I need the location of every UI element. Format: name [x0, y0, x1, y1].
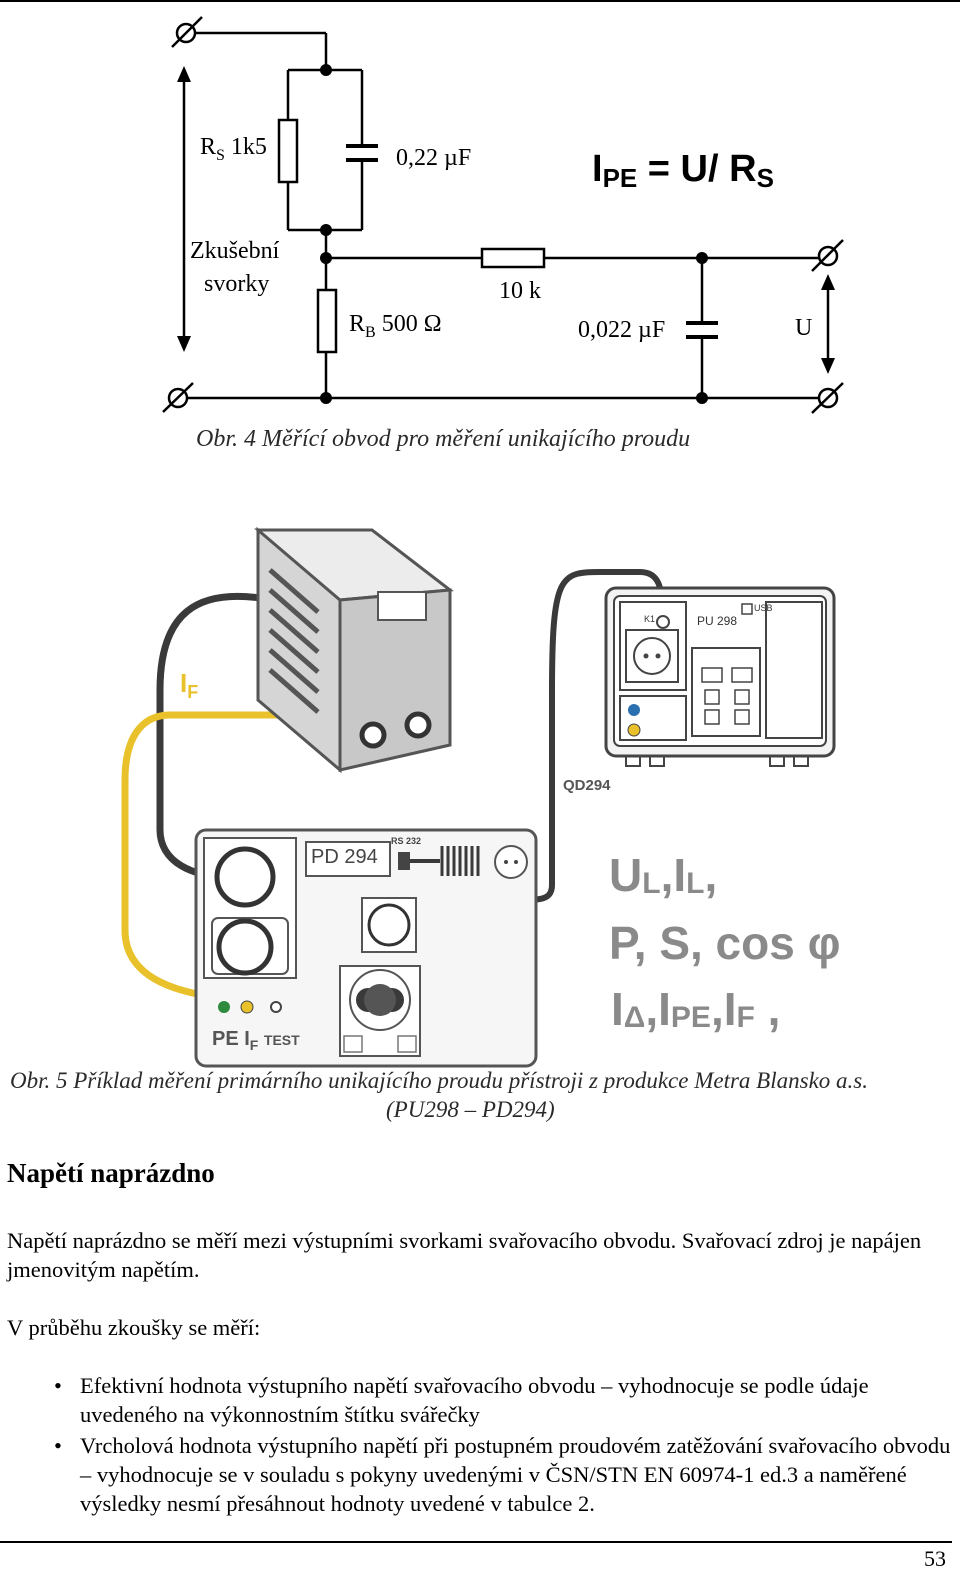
figure5-caption-line1: Obr. 5 Příklad měření primárního unikají…: [10, 1068, 868, 1093]
if-label-sub: F: [187, 682, 199, 703]
if-sub: F: [736, 1001, 755, 1034]
ipe-i: ,I: [645, 983, 671, 1035]
bullet-symbol: •: [54, 1373, 62, 1398]
footer-rule: [0, 1541, 952, 1543]
rs-label: RS 1k5: [200, 134, 267, 165]
formula-i-sub: PE: [602, 163, 638, 193]
figure5-caption-line2: (PU298 – PD294): [386, 1097, 555, 1122]
test-terminals-label-2: svorky: [204, 271, 270, 297]
formula-r-sub: S: [756, 163, 774, 193]
rb-label: RB 500 Ω: [349, 311, 442, 342]
circuit-diagram: [162, 16, 844, 414]
measured-quantities-line1: UL,IL,: [609, 848, 717, 902]
line1-comma: ,: [704, 849, 718, 901]
c1-label: 0,22 µF: [396, 145, 472, 171]
rs-symbol: R: [200, 134, 217, 160]
ipe-sub: PE: [670, 1001, 711, 1034]
paragraph-2: V průběhu zkoušky se měří:: [7, 1315, 261, 1340]
rs-subscript: S: [216, 146, 225, 164]
pd294-label: PD 294: [311, 846, 378, 868]
formula-rest: = U/ R: [637, 148, 757, 190]
u-label: U: [795, 315, 813, 341]
measurement-illustration: [121, 526, 836, 1068]
list-item: • Efektivní hodnota výstupního napětí sv…: [6, 1371, 952, 1429]
figure4-caption: Obr. 4 Měřící obvod pro měření unikající…: [196, 426, 691, 452]
k1-label: K1: [644, 614, 656, 624]
ul-sub: L: [642, 867, 661, 900]
line3-comma: ,: [754, 983, 781, 1035]
page-number: 53: [924, 1546, 946, 1571]
leakage-formula: IPE = U/ RS: [592, 148, 774, 194]
il-i: ,I: [660, 849, 687, 901]
list-item: • Vrcholová hodnota výstupního napětí př…: [6, 1431, 952, 1518]
rb-symbol: R: [349, 311, 366, 337]
rs-value: 1k5: [230, 134, 267, 160]
pd294-bottom-label: PE IF TEST: [212, 1028, 300, 1053]
pe-if-sub: F: [249, 1037, 259, 1053]
pe-if-label: PE I: [212, 1028, 250, 1050]
measured-quantities-line2: P, S, cos φ: [609, 917, 841, 969]
pu298-label: PU 298: [697, 614, 738, 628]
test-terminals-label-1: Zkušební: [190, 238, 280, 264]
usb-label: USB: [754, 603, 773, 613]
r10k-label: 10 k: [499, 278, 541, 304]
section-heading: Napětí naprázdno: [7, 1158, 215, 1188]
rs232-label: RS 232: [391, 836, 422, 846]
list-item-text: Vrcholová hodnota výstupního napětí při …: [80, 1433, 951, 1516]
if-label: IF: [180, 668, 198, 703]
c2-label: 0,022 µF: [578, 317, 666, 343]
if-label-i: I: [180, 668, 188, 698]
rb-subscript: B: [365, 323, 376, 341]
rb-value: 500 Ω: [381, 311, 442, 337]
if-i: ,I: [710, 983, 737, 1035]
test-label: TEST: [263, 1032, 300, 1048]
measured-quantities-line3: IΔ,IPE,IF ,: [611, 982, 780, 1036]
measurement-list: • Efektivní hodnota výstupního napětí sv…: [6, 1371, 952, 1520]
formula-i: I: [592, 148, 603, 190]
paragraph-1: Napětí naprázdno se měří mezi výstupními…: [7, 1228, 922, 1282]
idelta-i: I: [611, 983, 624, 1035]
bullet-symbol: •: [54, 1433, 62, 1458]
list-item-text: Efektivní hodnota výstupního napětí svař…: [80, 1373, 869, 1427]
qd294-label: QD294: [563, 777, 611, 794]
idelta-sub: Δ: [623, 1001, 646, 1034]
ul-u: U: [609, 849, 643, 901]
top-rule: [0, 0, 960, 2]
il-sub: L: [686, 867, 705, 900]
